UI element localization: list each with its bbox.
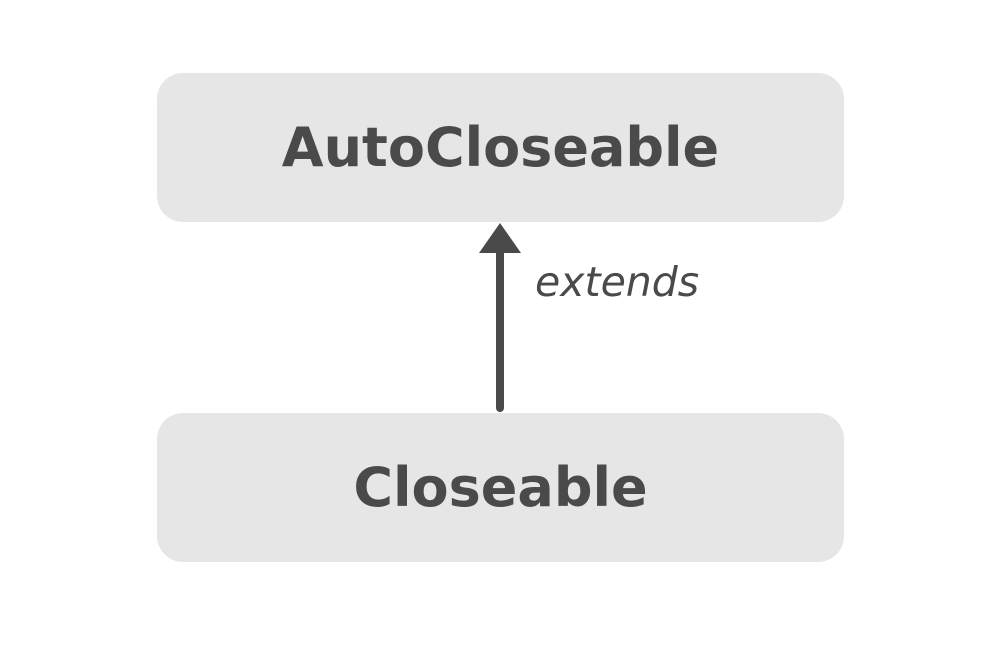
relation-label: extends: [535, 258, 700, 306]
arrow-head: [479, 223, 521, 253]
child-node: Closeable: [157, 413, 844, 562]
parent-node-label: AutoCloseable: [281, 116, 720, 179]
child-node-label: Closeable: [353, 456, 648, 519]
parent-node: AutoCloseable: [157, 73, 844, 222]
